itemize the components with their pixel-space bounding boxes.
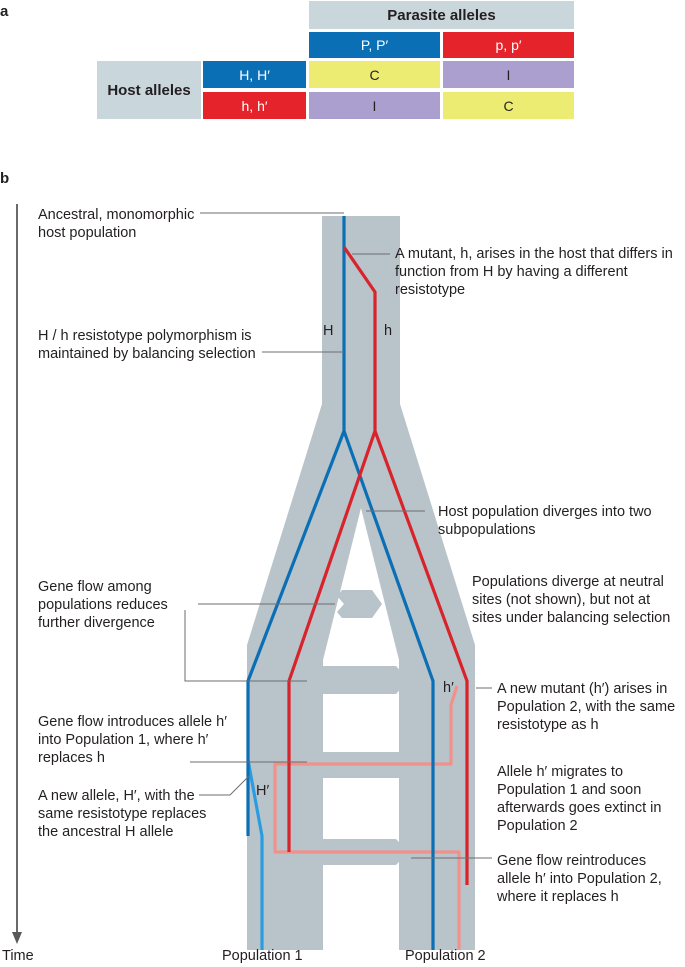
annotation-gene-flow-introduces: Gene flow introduces allele h′ into Popu… <box>38 714 227 766</box>
population-1-label: Population 1 <box>222 948 303 964</box>
label-H: H <box>323 323 333 339</box>
gene-flow-arrow-small <box>337 590 382 618</box>
annotation-mutant-h: A mutant, h, arises in the host that dif… <box>395 246 673 298</box>
population-2-label: Population 2 <box>405 948 486 964</box>
parasite-alleles-header: Parasite alleles <box>309 1 574 29</box>
lineage-h-pop2 <box>373 430 469 885</box>
time-axis-arrow <box>12 204 22 944</box>
time-label: Time <box>2 948 34 964</box>
annotation-gene-flow-reduces: Gene flow among populations reduces furt… <box>38 579 168 631</box>
lineage-H-pop2 <box>342 430 435 950</box>
annotation-migrates: Allele h′ migrates to Population 1 and s… <box>497 764 662 834</box>
annotation-diverges: Host population diverges into two subpop… <box>438 504 652 538</box>
cell-H-p: I <box>443 61 574 88</box>
lineage-H-prime <box>246 759 264 950</box>
lineage-h-prime <box>273 685 461 950</box>
annotation-leaders <box>184 212 492 859</box>
annotation-reintroduces: Gene flow reintroduces allele h′ into Po… <box>497 853 662 905</box>
host-alleles-header: Host alleles <box>97 61 201 119</box>
panel-a-letter: a <box>0 3 9 20</box>
annotation-neutral-sites: Populations diverge at neutral sites (no… <box>472 574 671 626</box>
parasite-col-p: p, p′ <box>443 32 574 58</box>
annotation-new-allele: A new allele, H′, with the same resistot… <box>38 788 207 840</box>
label-H-prime: H′ <box>256 783 269 799</box>
annotation-polymorphism: H / h resistotype polymorphism is mainta… <box>38 328 256 362</box>
cell-H-P: C <box>309 61 440 88</box>
annotation-ancestral: Ancestral, monomorphic host population <box>38 207 195 241</box>
host-row-H: H, H′ <box>203 61 306 88</box>
parasite-col-P: P, P′ <box>309 32 440 58</box>
host-row-h: h, h′ <box>203 92 306 119</box>
label-h-prime: h′ <box>443 680 454 696</box>
label-h: h <box>384 323 392 339</box>
gene-flow-arrow-bidirectional <box>309 666 409 694</box>
allele-labels: H h h′ H′ <box>256 323 454 799</box>
population-trunk <box>247 216 475 950</box>
annotation-new-mutant: A new mutant (h′) arises in Population 2… <box>497 681 676 733</box>
cell-h-p: C <box>443 92 574 119</box>
lineage-H <box>246 216 346 836</box>
cell-h-P: I <box>309 92 440 119</box>
allele-lineages <box>246 216 469 950</box>
panel-b-letter: b <box>0 170 10 187</box>
